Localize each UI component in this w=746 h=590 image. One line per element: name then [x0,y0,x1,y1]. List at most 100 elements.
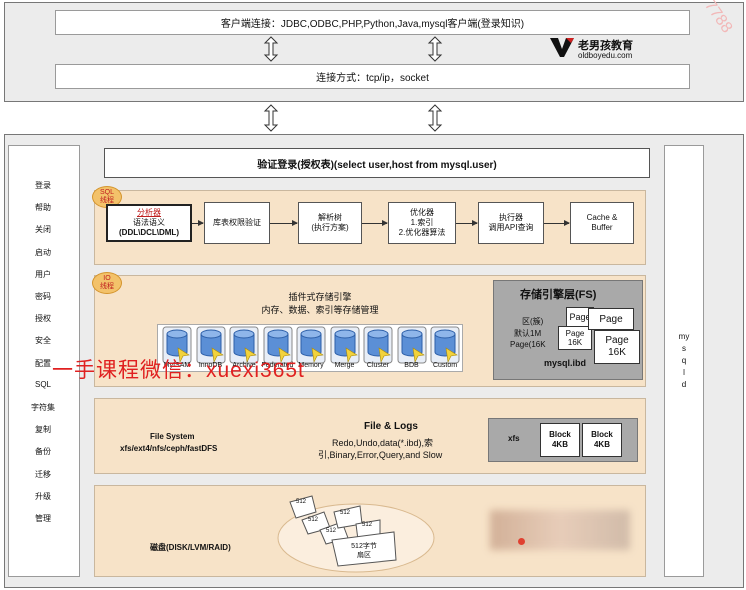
connection-method-box: 连接方式：tcp/ip，socket [55,64,690,89]
connection-method: 连接方式：tcp/ip，socket [316,73,429,84]
flow-arrow-icon [270,220,298,226]
sidebar-item: 迁移 [35,469,51,479]
database-cylinder-icon [397,326,426,364]
plugin-engine-subtitle: 内存、数据、索引等存储管理 [261,305,379,315]
sql-step-box: 执行器 调用API查询 [478,202,544,244]
client-connection-box: 客户端连接：JDBC,ODBC,PHP,Python,Java,mysql客户端… [55,10,690,35]
database-cylinder-icon [196,326,225,364]
storage-title: 存储引擎层(FS) [520,289,597,301]
block-card: Block 4KB [582,423,622,457]
engine-label: Federated [261,362,294,369]
sidebar-item: 备份 [35,447,51,457]
sidebar: 登录帮助关闭启动用户密码授权安全配置 SQL 字符集复制备份迁移升级管理 [8,145,80,577]
database-cylinder-icon [330,326,359,364]
logo-v-icon [550,38,574,57]
storage-line-0: 区(簇) [522,317,544,326]
logs-title: File & Logs [364,421,418,432]
analyzer-sub: 语法语义 [133,218,165,227]
storage-file: mysql.ibd [544,358,587,368]
database-cylinder-icon [430,326,460,364]
sql-step-box: 解析树 (执行方案) [298,202,362,244]
database-cylinder-icon [162,326,192,364]
logo-brand: 老男孩教育 [578,40,633,52]
engine-label: Custom [432,362,458,369]
sql-step-label: 解析树 (执行方案) [311,213,349,232]
sector-number: 512 [296,499,307,505]
flow-arrow-icon [192,220,204,226]
io-thread-tag: IO 线程 [92,272,122,294]
sql-step-label: 优化器 1.索引 2.优化器算法 [398,208,446,237]
sql-step-box: 优化器 1.索引 2.优化器算法 [388,202,456,244]
database-cylinder-icon [363,326,393,364]
sidebar-item: 关闭 [35,225,51,235]
mysqld-label: my s q l d [678,332,690,389]
fs-types: xfs/ext4/nfs/ceph/fastDFS [120,444,218,453]
database-cylinder-icon [296,326,326,364]
auth-box: 验证登录(授权表)(select user,host from mysql.us… [104,148,650,178]
sector-label: 512字节 扇区 [351,543,377,559]
sql-step-label: 库表权限验证 [213,218,261,227]
flow-arrow-icon [456,220,478,226]
logs-line-2: 引,Binary,Error,Query,and Slow [318,450,443,460]
sql-step-label: Cache & Buffer [586,213,618,232]
sector-number: 512 [362,522,373,528]
sidebar-item: 登录 [35,181,51,190]
overlay-watermark: 一手课程微信：xuexi365t [52,359,305,382]
analyzer-title: 分析器 [137,208,161,217]
sql-step-box: Cache & Buffer [570,202,634,244]
sidebar-item: 字符集 [31,403,55,412]
sidebar-item: 启动 [35,247,51,257]
red-dot [518,538,525,545]
sidebar-item: 管理 [35,514,51,523]
double-arrow-icon [263,36,279,62]
sidebar-item: 密码 [35,292,51,301]
sidebar-item: SQL [34,379,51,389]
auth-label: 验证登录(授权表)(select user,host from mysql.us… [257,159,497,171]
sidebar-item: 用户 [35,269,51,279]
xfs-label: xfs [508,434,520,443]
logo-site: oldboyedu.com [578,51,633,60]
sector-number: 512 [340,510,351,516]
double-arrow-icon [427,104,443,132]
double-arrow-icon [263,104,279,132]
engine-label: MyISAM [163,362,191,369]
disk-platter-icon [277,495,435,573]
double-arrow-icon [427,36,443,62]
logs-line-1: Redo,Undo,data(*.ibd),索 [332,438,434,448]
engine-label: Archive [232,362,256,369]
sector-number: 512 [308,517,319,523]
flow-arrow-icon [544,220,570,226]
plugin-engine-title: 插件式存储引擎 [288,292,352,302]
page-card: Page 16K [558,326,592,350]
fs-title: File System [150,432,195,441]
database-cylinder-icon [229,326,259,364]
engine-label: BDB [404,362,419,369]
sector-number: 512 [326,528,337,534]
client-title: 客户端连接：JDBC,ODBC,PHP,Python,Java,mysql客户端… [220,19,525,30]
mysqld-box: my s q l d [664,145,704,577]
engine-label: Memory [298,362,324,369]
page-card: Page 16K [594,330,640,364]
block-card: Block 4KB [540,423,580,457]
sql-step-box: 库表权限验证 [204,202,270,244]
sql-step-label: 执行器 调用API查询 [488,213,534,232]
sidebar-item: 配置 [35,358,51,368]
brand-logo: 老男孩教育 oldboyedu.com [548,35,678,65]
sidebar-item: 复制 [35,425,51,435]
sidebar-item: 授权 [35,314,51,324]
analyzer-box: 分析器 语法语义 (DDL\DCL\DML) [106,204,192,242]
engine-label: Cluster [366,362,390,369]
database-cylinder-icon [263,326,292,364]
page-card: Page [588,308,634,330]
sidebar-item: 安全 [35,336,51,346]
engine-label: InnoDB [198,362,223,369]
blurred-overlay [490,510,630,550]
sidebar-item: 升级 [35,491,51,501]
flow-arrow-icon [362,220,388,226]
disk-label: 磁盘(DISK/LVM/RAID) [150,543,231,552]
analyzer-types: (DDL\DCL\DML) [119,228,179,237]
storage-line-1: 默认1M [514,329,542,338]
sidebar-item: 帮助 [35,203,51,213]
engine-label: Merge [334,362,355,369]
storage-line-2: Page(16K [510,340,546,349]
